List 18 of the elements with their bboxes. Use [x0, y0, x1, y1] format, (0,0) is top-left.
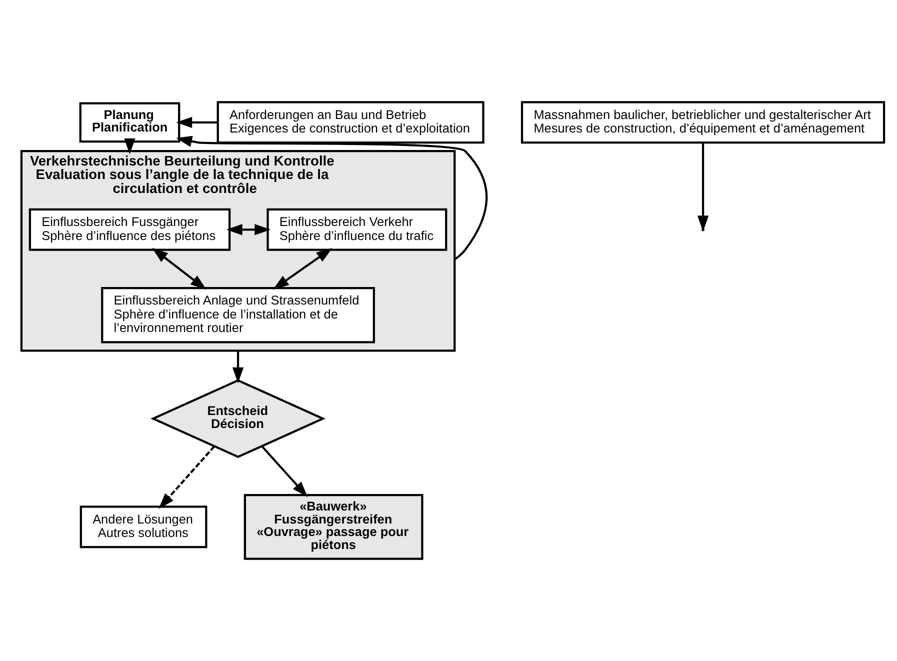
arrow: [261, 445, 308, 498]
arrow: [176, 136, 488, 260]
node-box: Einflussbereich Fussgänger Sphère d’influence des piétons: [28, 208, 231, 251]
node-box: Anforderungen an Bau und Betrieb Exigences de construction et d’exploitation: [216, 101, 484, 144]
node-box: Einflussbereich Verkehr Sphère d’influence du trafic: [266, 208, 448, 251]
arrow: [272, 248, 332, 290]
arrow: [176, 116, 218, 128]
arrow: [152, 248, 206, 290]
node-diamond: Entscheid Décision: [150, 379, 326, 458]
arrow: [697, 142, 709, 232]
arrow: [232, 350, 244, 384]
node-box: Andere Lösungen Autres solutions: [80, 506, 208, 548]
node-box: Einflussbereich Anlage und Strassenumfeld Sphère d’influence de l’installation et de l’environnement routier: [101, 286, 375, 344]
arrow: [124, 138, 136, 154]
arrow: [158, 446, 215, 509]
node-box: «Bauwerk» Fussgängerstreifen «Ouvrage» passage pour piétons: [244, 494, 424, 560]
node-box: Massnahmen baulicher, betrieblicher und gestalterischer Art Mesures de construction, d’équipement et d’aménagement: [520, 101, 886, 144]
arrow: [226, 224, 271, 236]
